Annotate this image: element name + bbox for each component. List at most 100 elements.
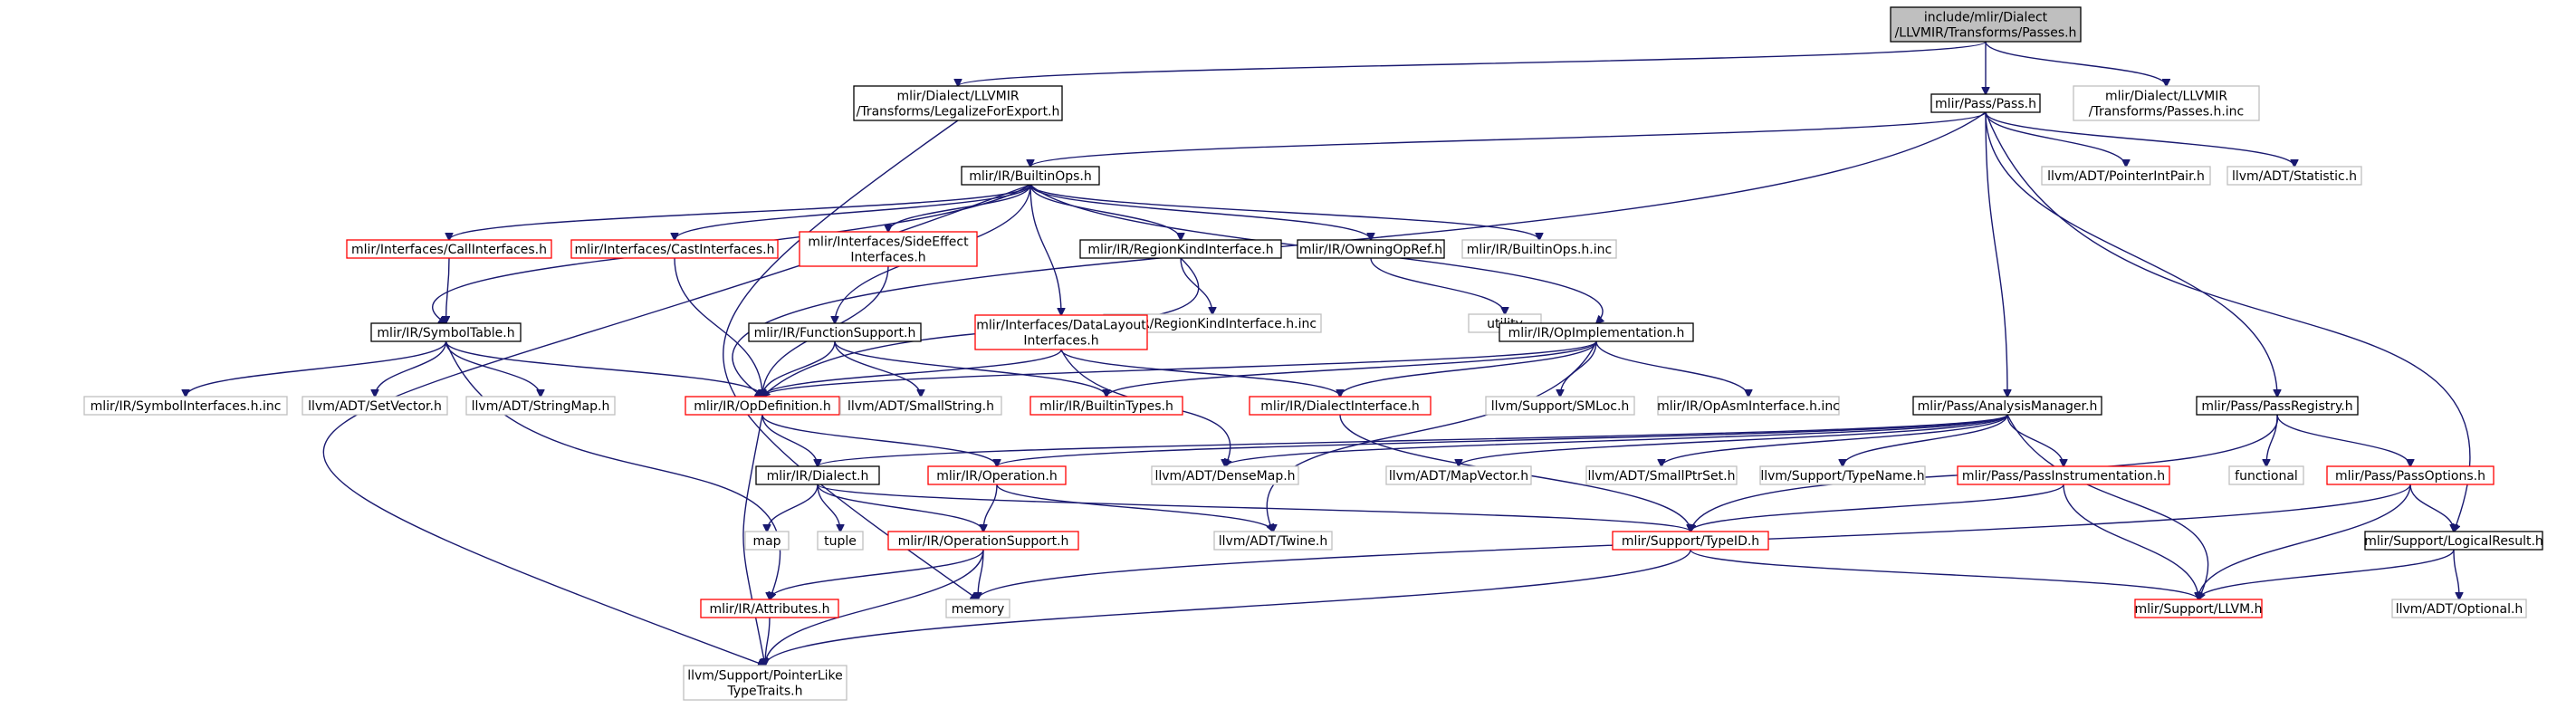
node-label: mlir/Interfaces/DataLayout (976, 319, 1146, 333)
edge-passh-to-passregistry (1985, 111, 2277, 397)
node-box (2226, 166, 2362, 186)
node-analysismanager[interactable]: mlir/Pass/AnalysisManager.h (1912, 396, 2102, 416)
node-map: map (744, 531, 790, 551)
node-box (2041, 166, 2211, 186)
node-box (1151, 465, 1299, 485)
node-dialectinterface[interactable]: mlir/IR/DialectInterface.h (1249, 396, 1432, 416)
edge-functionsupport-to-smallstring (834, 340, 921, 397)
node-functionsupport[interactable]: mlir/IR/FunctionSupport.h (748, 322, 922, 342)
edge-builtinops-to-callinterfaces (449, 184, 1031, 240)
node-regionkind[interactable]: mlir/IR/RegionKindInterface.h (1079, 239, 1282, 259)
node-label: mlir/Interfaces/CastInterfaces.h (574, 243, 774, 257)
node-label: functional (2235, 469, 2298, 484)
node-box (1213, 531, 1333, 551)
node-label: TypeTraits.h (727, 685, 803, 699)
node-box (1385, 465, 1532, 485)
edge-root-to-passes_inc (1985, 41, 2167, 86)
node-box (83, 396, 288, 416)
node-operationsupport[interactable]: mlir/IR/OperationSupport.h (887, 531, 1079, 551)
node-passregistry[interactable]: mlir/Pass/PassRegistry.h (2196, 396, 2359, 416)
node-functional: functional (2228, 465, 2304, 485)
node-label: mlir/IR/RegionKindInterface.h (1087, 243, 1273, 257)
node-box (748, 322, 922, 342)
node-box (2326, 465, 2495, 485)
edge-typeid-to-llvmh (1690, 549, 2198, 599)
node-label: memory (952, 602, 1005, 617)
edge-callinterfaces-to-symboltable (446, 257, 450, 323)
node-box (974, 314, 1148, 350)
edge-builtinops-to-datalayout (1029, 184, 1061, 315)
node-builtinops[interactable]: mlir/IR/BuiltinOps.h (961, 166, 1100, 186)
node-label: mlir/Support/TypeID.h (1622, 534, 1759, 549)
edge-passoptions-to-llvmh (2198, 484, 2411, 599)
node-logicalresult[interactable]: mlir/Support/LogicalResult.h (2364, 531, 2543, 551)
node-symboltable[interactable]: mlir/IR/SymbolTable.h (370, 322, 522, 342)
node-opimplementation[interactable]: mlir/IR/OpImplementation.h (1499, 322, 1694, 342)
node-box (2228, 465, 2304, 485)
node-label: llvm/ADT/Statistic.h (2232, 169, 2357, 184)
edges (186, 41, 2471, 666)
node-dialect[interactable]: mlir/IR/Dialect.h (755, 465, 880, 485)
node-passoptions[interactable]: mlir/Pass/PassOptions.h (2326, 465, 2495, 485)
edge-functionsupport-to-builtintypes (834, 340, 1106, 397)
node-typeid[interactable]: mlir/Support/TypeID.h (1612, 531, 1769, 551)
node-passh[interactable]: mlir/Pass/Pass.h (1930, 93, 2041, 113)
node-label: mlir/Dialect/LLVMIR (2105, 90, 2227, 104)
node-label: mlir/IR/SymbolTable.h (377, 326, 514, 340)
node-box (1912, 396, 2102, 416)
node-box (1297, 239, 1445, 259)
node-label: llvm/ADT/PointerIntPair.h (2047, 169, 2205, 184)
node-box (2364, 531, 2543, 551)
edge-passh-to-logicalresult (1985, 111, 2471, 532)
node-label: llvm/ADT/SetVector.h (308, 399, 442, 414)
edge-datalayout-to-opdefinition (762, 349, 1062, 397)
node-box (1585, 465, 1738, 485)
edge-analysismanager-to-typename (1843, 414, 2008, 466)
node-label: mlir/Dialect/LLVMIR (896, 90, 1019, 104)
node-box (1930, 93, 2041, 113)
edge-passoptions-to-logicalresult (2409, 484, 2454, 532)
node-owningopref[interactable]: mlir/IR/OwningOpRef.h (1297, 239, 1445, 259)
node-legalize[interactable]: mlir/Dialect/LLVMIR/Transforms/LegalizeF… (853, 85, 1063, 121)
node-box (346, 239, 552, 259)
node-label: mlir/Support/LLVM.h (2135, 602, 2263, 617)
node-tuple: tuple (817, 531, 864, 551)
node-llvmh[interactable]: mlir/Support/LLVM.h (2134, 599, 2263, 618)
edge-regionkind-to-regionkind_inc (1180, 257, 1212, 314)
node-box (683, 665, 847, 701)
node-attributes[interactable]: mlir/IR/Attributes.h (700, 599, 839, 618)
node-callinterfaces[interactable]: mlir/Interfaces/CallInterfaces.h (346, 239, 552, 259)
node-box (927, 465, 1067, 485)
edge-analysismanager-to-densemap (1225, 414, 2008, 466)
node-builtinops-inc: mlir/IR/BuiltinOps.h.inc (1461, 239, 1617, 259)
node-passinstrumentation[interactable]: mlir/Pass/PassInstrumentation.h (1957, 465, 2170, 485)
edge-builtinops-to-builtinops_inc (1029, 184, 1539, 240)
node-operation[interactable]: mlir/IR/Operation.h (927, 465, 1067, 485)
edge-builtinops-to-sideeffect (888, 184, 1031, 232)
node-box (1485, 396, 1635, 416)
node-box (1957, 465, 2170, 485)
edge-operationsupport-to-attributes (770, 549, 984, 599)
edge-typeid-to-pointerlike (765, 549, 1691, 666)
edge-logicalresult-to-llvmh (2198, 549, 2455, 599)
node-statistic: llvm/ADT/Statistic.h (2226, 166, 2362, 186)
node-box (2073, 85, 2260, 121)
edge-symboltable-to-attributes (445, 340, 781, 599)
edge-builtinops-to-regionkind (1029, 184, 1181, 240)
node-smloc: llvm/Support/SMLoc.h (1485, 396, 1635, 416)
node-builtintypes[interactable]: mlir/IR/BuiltinTypes.h (1029, 396, 1183, 416)
node-label: mlir/IR/Operation.h (936, 469, 1057, 484)
node-castinterfaces[interactable]: mlir/Interfaces/CastInterfaces.h (570, 239, 779, 259)
edge-opimplementation-to-opdefinition (762, 340, 1597, 397)
edge-opimplementation-to-twine (1266, 340, 1597, 532)
edge-dialect-to-operationsupport (817, 484, 983, 532)
node-root[interactable]: include/mlir/Dialect/LLVMIR/Transforms/P… (1890, 6, 2082, 43)
node-label: llvm/Support/PointerLike (687, 669, 843, 684)
node-smallptrset: llvm/ADT/SmallPtrSet.h (1585, 465, 1738, 485)
node-opdefinition[interactable]: mlir/IR/OpDefinition.h (685, 396, 840, 416)
edge-passh-to-statistic (1985, 111, 2294, 167)
node-box (302, 396, 448, 416)
edge-functionsupport-to-opdefinition (762, 340, 836, 397)
